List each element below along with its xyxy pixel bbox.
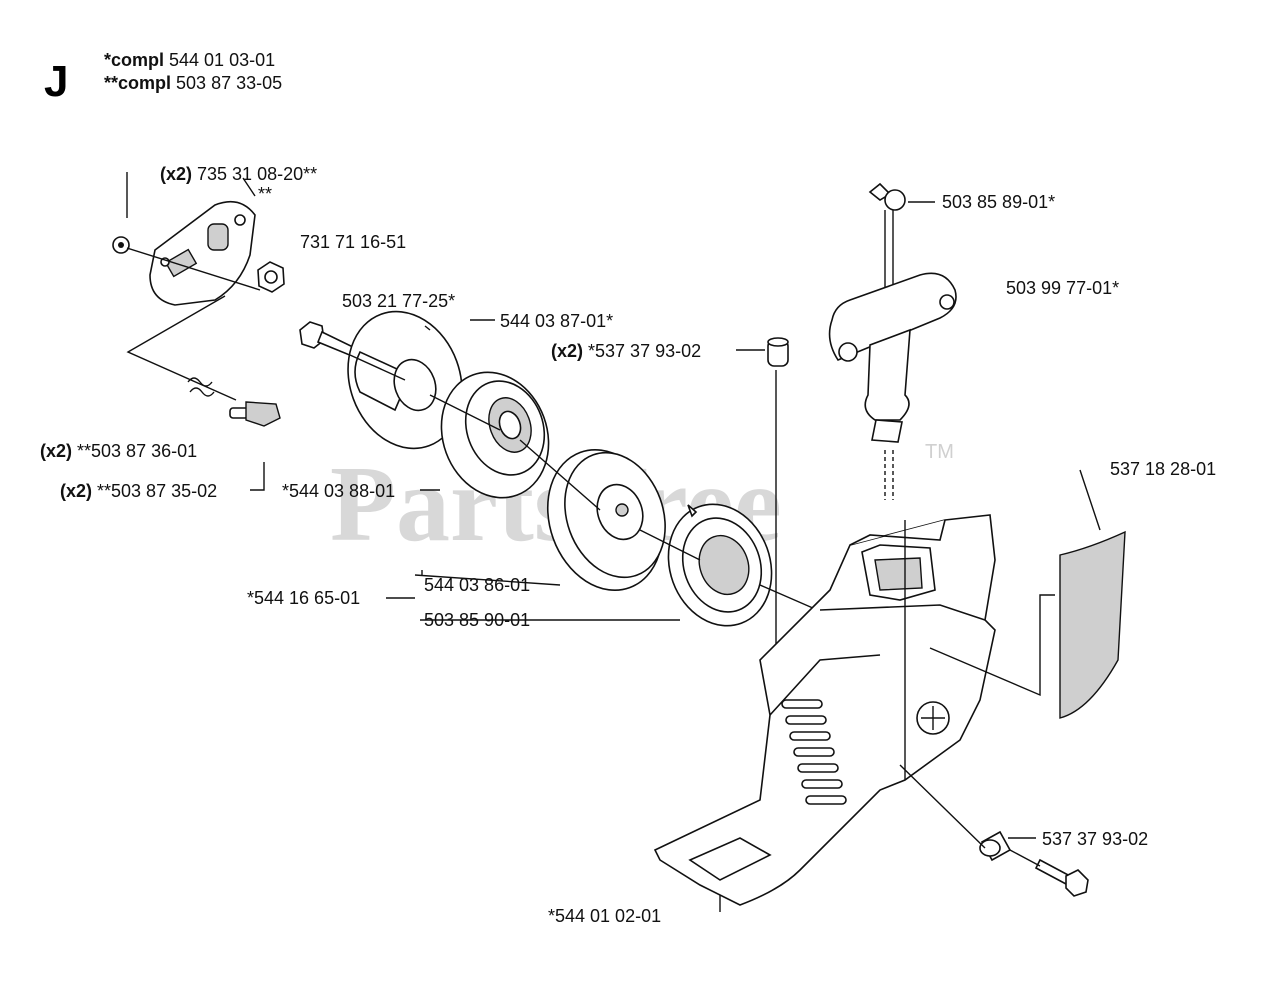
- housing-screw-part[interactable]: [1034, 858, 1089, 897]
- label-503-87-36-01[interactable]: (x2) **503 87 36-01: [40, 441, 197, 461]
- flange-nut-part[interactable]: [257, 261, 285, 293]
- label-537-37-93-02-x2[interactable]: (x2) *537 37 93-02: [551, 341, 701, 361]
- label-503-85-89-01[interactable]: 503 85 89-01*: [942, 192, 1055, 212]
- label-503-99-77-01[interactable]: 503 99 77-01*: [1006, 278, 1119, 298]
- rope-knot-part[interactable]: [868, 182, 935, 211]
- starter-housing-part[interactable]: [653, 514, 996, 906]
- pawl-spring-part[interactable]: [187, 377, 215, 397]
- label-544-01-02-01[interactable]: *544 01 02-01: [548, 906, 661, 926]
- label-735-31-08-20[interactable]: (x2) 735 31 08-20**: [160, 164, 317, 184]
- label-537-18-28-01[interactable]: 537 18 28-01: [1110, 459, 1216, 479]
- pawl-cover-part[interactable]: [149, 200, 256, 306]
- section-letter: J: [44, 57, 68, 106]
- starter-pawl-part[interactable]: [229, 401, 281, 427]
- compl-line-1: *compl 544 01 03-01: [104, 50, 275, 70]
- pulley-bolt-part[interactable]: [299, 321, 357, 358]
- label-503-87-35-02[interactable]: (x2) **503 87 35-02: [60, 481, 217, 501]
- rope-pulley-part[interactable]: [529, 434, 682, 607]
- bushing-bottom-part[interactable]: [979, 830, 1012, 862]
- label-544-03-87-01[interactable]: 544 03 87-01*: [500, 311, 613, 331]
- label-544-03-86-01[interactable]: 544 03 86-01: [424, 575, 530, 595]
- retaining-clip-part[interactable]: [112, 236, 130, 254]
- label-star2: **: [258, 184, 272, 204]
- label-544-03-88-01[interactable]: *544 03 88-01: [282, 481, 395, 501]
- watermark-trademark: TM: [925, 441, 954, 463]
- label-503-21-77-25[interactable]: 503 21 77-25*: [342, 291, 455, 311]
- recoil-spring-part[interactable]: [652, 490, 788, 641]
- housing-vent-slots: [781, 699, 847, 805]
- compl-line-2: **compl 503 87 33-05: [104, 73, 282, 93]
- label-537-37-93-02[interactable]: 537 37 93-02: [1042, 829, 1148, 849]
- recoil-spring-cassette-part[interactable]: [424, 357, 566, 513]
- starter-handle-part[interactable]: [828, 272, 957, 443]
- bushing-top-part[interactable]: [767, 337, 789, 660]
- label-544-16-65-01[interactable]: *544 16 65-01: [247, 588, 360, 608]
- label-503-85-90-01[interactable]: 503 85 90-01: [424, 610, 530, 630]
- label-731-71-16-51[interactable]: 731 71 16-51: [300, 232, 406, 252]
- decal-part[interactable]: [1059, 530, 1126, 719]
